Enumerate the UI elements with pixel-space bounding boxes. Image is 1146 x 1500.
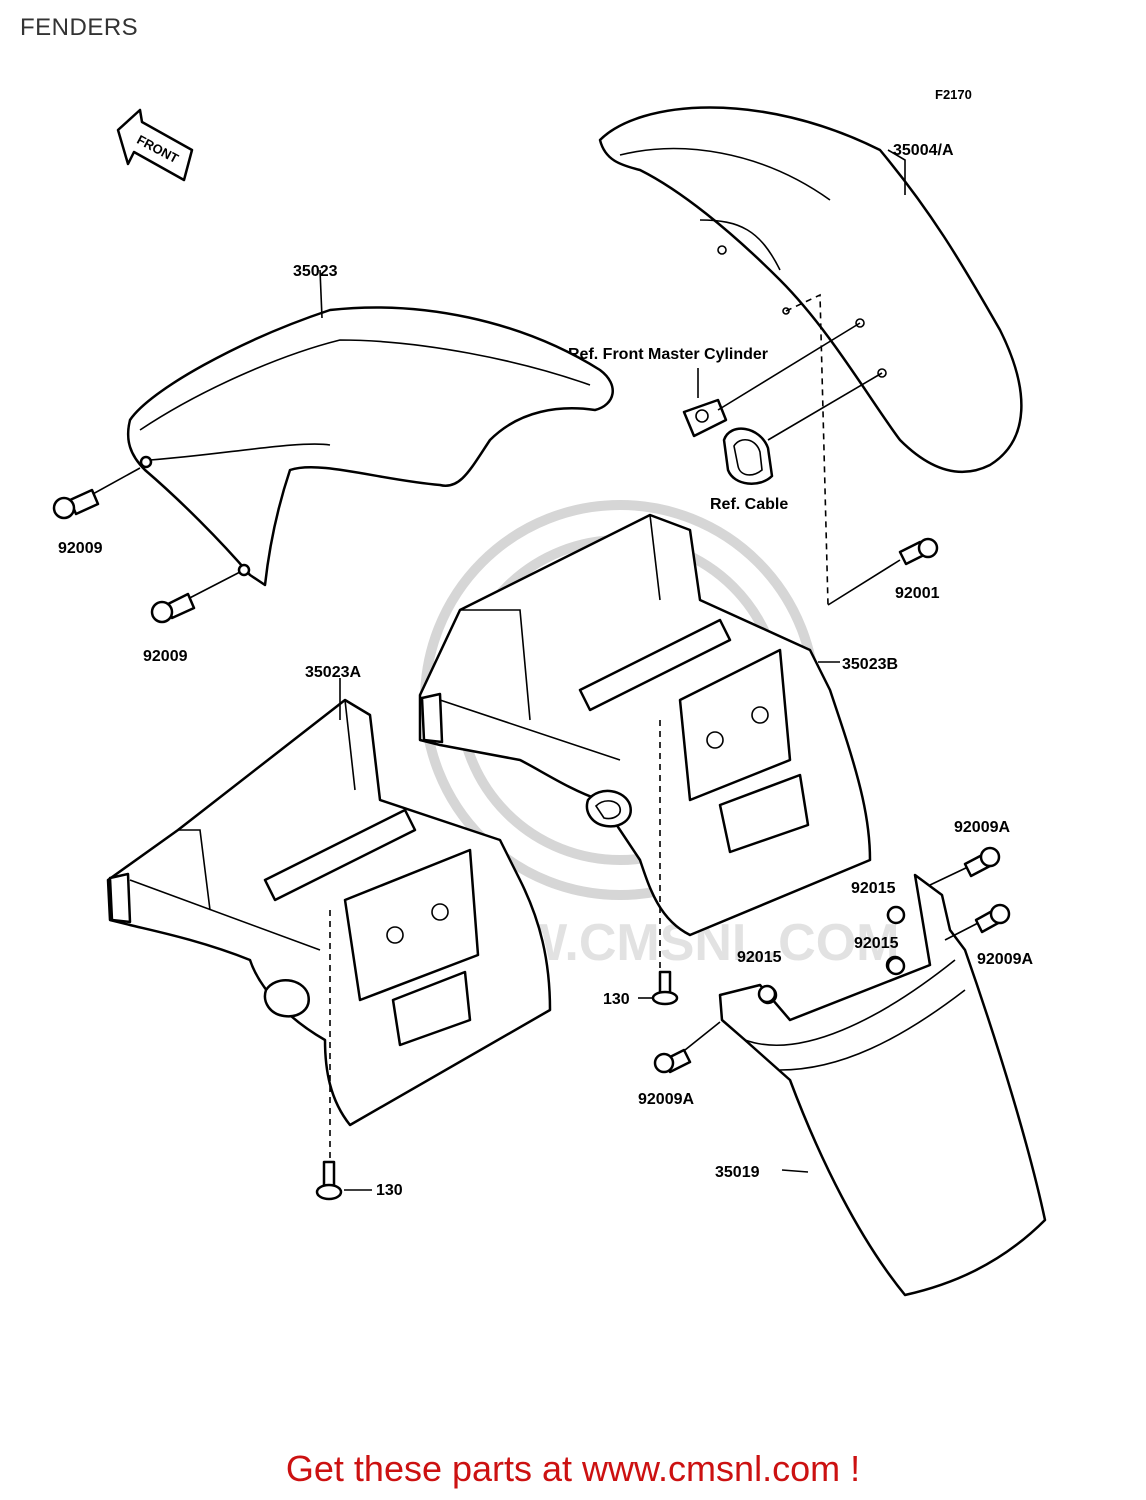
- figure-code: F2170: [935, 87, 972, 102]
- label-35023b: 35023B: [842, 656, 898, 673]
- parts-diagram: WWW.CMSNL.COM FRONT F2170 35004/A Ref. F…: [52, 87, 1047, 1297]
- bolt-92009a-top: [929, 846, 1001, 886]
- bolt-92009a-right: [944, 903, 1011, 941]
- ref-cable-part: [722, 372, 883, 485]
- label-130-left: 130: [376, 1182, 403, 1199]
- nut-92015-left: [757, 984, 777, 1004]
- label-ref-master: Ref. Front Master Cylinder: [568, 346, 768, 363]
- bolt-92009a-bottom: [653, 1021, 721, 1074]
- label-92015-mid: 92015: [854, 935, 899, 952]
- ref-master-cylinder-part: [682, 322, 861, 438]
- bolt-130-left: [315, 1160, 372, 1201]
- front-arrow: FRONT: [116, 108, 194, 182]
- label-ref-cable: Ref. Cable: [710, 496, 788, 513]
- cta-link[interactable]: Get these parts at www.cmsnl.com !: [285, 1448, 861, 1489]
- label-35019: 35019: [715, 1164, 760, 1181]
- label-92009a-right: 92009A: [977, 951, 1033, 968]
- label-92001: 92001: [895, 585, 940, 602]
- label-92009a-bottom: 92009A: [638, 1091, 694, 1108]
- bolt-92009-lower: [150, 571, 241, 624]
- label-35023a: 35023A: [305, 664, 361, 681]
- label-92009a-top: 92009A: [954, 819, 1010, 836]
- rear-fender-35023b: [418, 513, 872, 937]
- nut-92015-mid: [886, 956, 906, 976]
- rear-fender-35023a: [106, 698, 552, 1127]
- label-92015-left: 92015: [737, 949, 782, 966]
- seat-cover-35023: [126, 306, 614, 587]
- bolt-130-right: [638, 970, 679, 1006]
- label-92009-lower: 92009: [143, 648, 188, 665]
- nut-92015-top: [886, 905, 906, 925]
- bolt-92001: [898, 537, 939, 566]
- page-title: FENDERS: [20, 14, 139, 41]
- label-130-right: 130: [603, 991, 630, 1008]
- label-35023: 35023: [293, 263, 338, 280]
- label-92015-top: 92015: [851, 880, 896, 897]
- label-35004a: 35004/A: [893, 142, 954, 159]
- bolt-92009-upper: [52, 467, 141, 520]
- front-fender: [598, 106, 1023, 474]
- label-92009-upper: 92009: [58, 540, 103, 557]
